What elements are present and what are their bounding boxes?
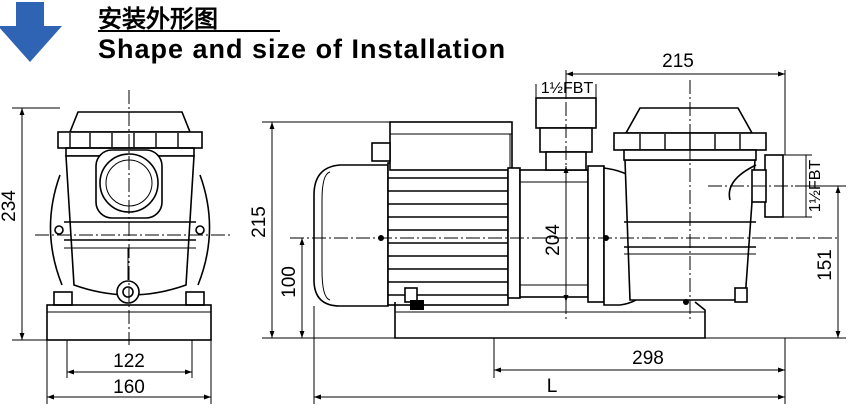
dim-base-length-298: 298 (632, 348, 664, 369)
dim-flange-204: 204 (543, 224, 564, 256)
dim-height-234: 234 (0, 190, 20, 222)
front-view-centerlines (35, 90, 230, 345)
title-english: Shape and size of Installation (98, 34, 506, 64)
dim-outlet-height-151: 151 (815, 249, 836, 281)
title-chinese: 安装外形图 (98, 5, 218, 33)
side-view-pump (313, 97, 784, 339)
dim-overall-length-L: L (547, 376, 558, 397)
down-arrow-icon (0, 2, 62, 62)
front-view-dimensions (12, 107, 212, 404)
label-inlet-top-fbt: 1½FBT (541, 80, 594, 97)
dim-shaft-height-100: 100 (279, 266, 300, 298)
dim-base-inner-122: 122 (113, 351, 145, 372)
dim-base-outer-160: 160 (113, 377, 145, 398)
side-view-dimensions (262, 70, 846, 404)
dim-top-length-215: 215 (662, 51, 694, 72)
dim-side-height-215: 215 (249, 206, 270, 238)
label-inlet-side-fbt: 1½FBT (807, 160, 824, 213)
